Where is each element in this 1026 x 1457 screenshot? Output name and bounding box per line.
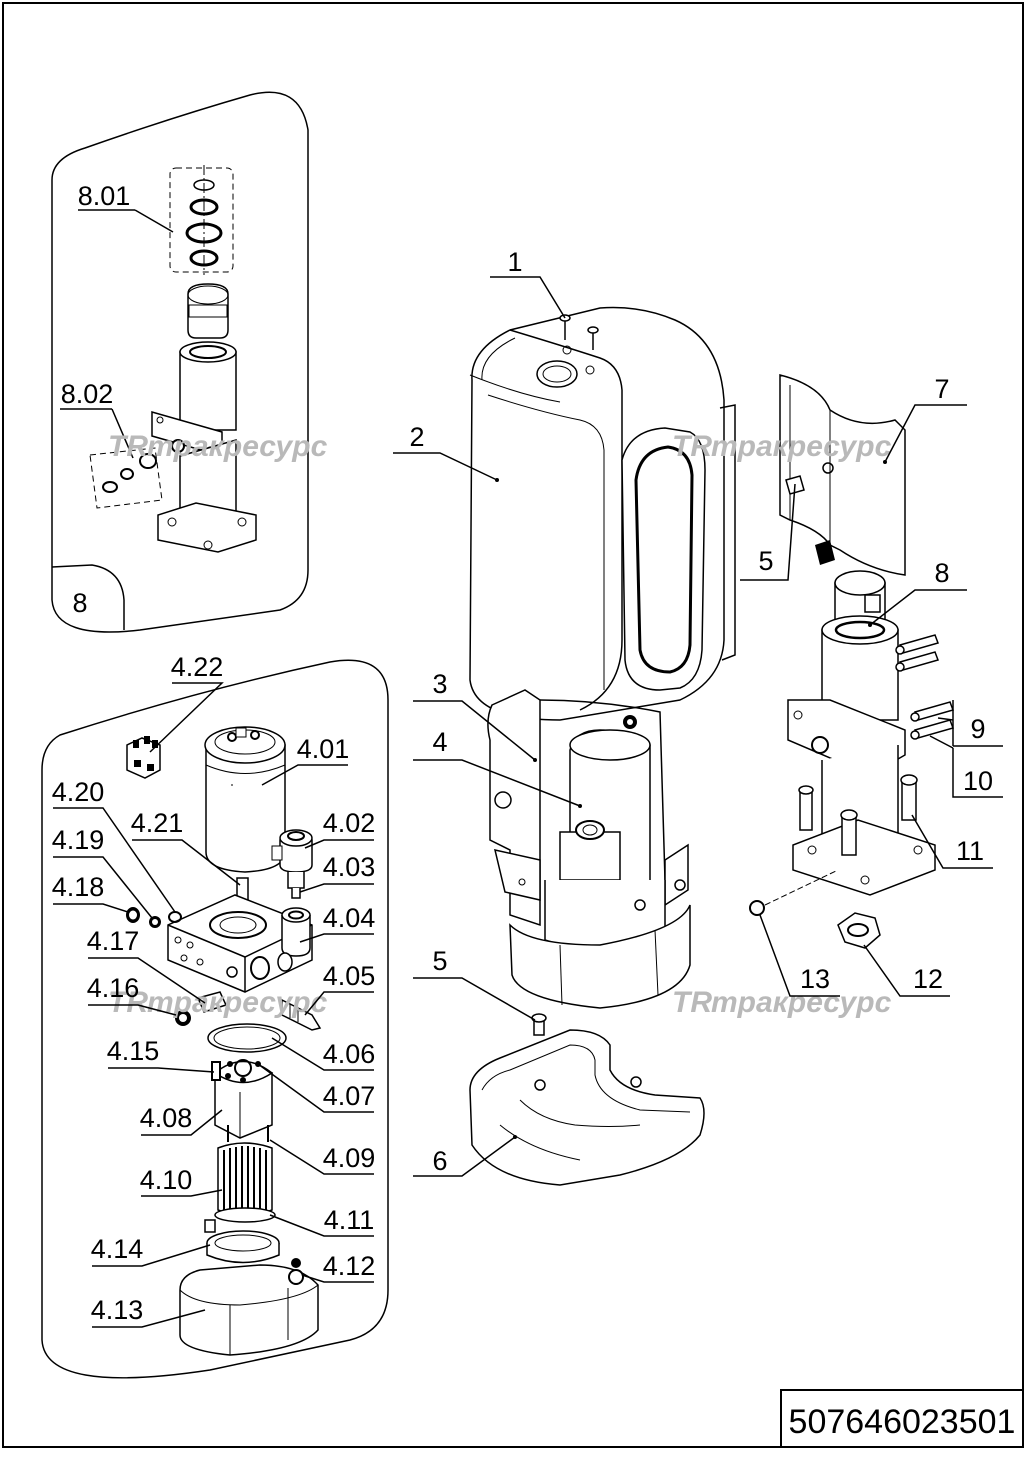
title-block: [780, 1389, 1024, 1448]
callout-4-11: 4.11: [324, 1205, 375, 1235]
callouts-main: 1 2 3 4 5 5 6 7 8 9 10 11 12: [393, 247, 1003, 1177]
callout-1: 1: [507, 247, 522, 277]
callout-8-02: 8.02: [61, 379, 114, 409]
detail-view-4: [41, 659, 389, 1379]
callout-4-02: 4.02: [323, 808, 376, 838]
watermark-text: трaкресурс: [711, 986, 892, 1019]
callout-4-20: 4.20: [52, 777, 105, 807]
callout-4-16: 4.16: [87, 973, 140, 1003]
callout-5: 5: [432, 946, 447, 976]
callout-12: 12: [913, 964, 943, 994]
callout-4-17: 4.17: [87, 926, 140, 956]
callout-4-08: 4.08: [140, 1103, 193, 1133]
callout-4-06: 4.06: [323, 1039, 376, 1069]
callout-6: 6: [432, 1146, 447, 1176]
callout-4-19: 4.19: [52, 825, 105, 855]
callout-4-14: 4.14: [91, 1234, 144, 1264]
callout-4-12: 4.12: [323, 1251, 376, 1281]
callout-8-01: 8.01: [78, 181, 131, 211]
callout-5-bracket: 5: [758, 546, 773, 576]
callout-3: 3: [432, 669, 447, 699]
callout-4-07: 4.07: [323, 1081, 376, 1111]
watermark-text: трaкресурс: [711, 430, 892, 463]
callout-10: 10: [963, 766, 993, 796]
callout-4-15: 4.15: [107, 1036, 160, 1066]
callout-4-04: 4.04: [323, 903, 376, 933]
callout-13: 13: [800, 964, 830, 994]
callouts-pump-unit: 4.22 4.01 4.20 4.21 4.02 4.19 4.03 4.18 …: [52, 652, 376, 1328]
callout-4-03: 4.03: [323, 852, 376, 882]
callout-4-10: 4.10: [140, 1165, 193, 1195]
main-assembly: [469, 306, 954, 1186]
watermark: TR трaкресурс TR трaкресурс TR трaкресур…: [108, 430, 892, 1019]
watermark-text: трaкресурс: [147, 986, 328, 1019]
watermark-logo: TR: [672, 986, 712, 1019]
callout-4-01: 4.01: [297, 734, 350, 764]
callout-9: 9: [970, 714, 985, 744]
watermark-logo: TR: [108, 986, 148, 1019]
callout-4-05: 4.05: [323, 961, 376, 991]
drawing-number: 507646023501: [789, 1403, 1016, 1441]
callout-2: 2: [409, 422, 424, 452]
callout-7: 7: [934, 374, 949, 404]
watermark-text: трaкресурс: [147, 430, 328, 463]
callout-4: 4: [432, 727, 447, 757]
watermark-logo: TR: [108, 430, 148, 463]
callout-4-22: 4.22: [171, 652, 224, 682]
callout-4-09: 4.09: [323, 1143, 376, 1173]
callout-4-18: 4.18: [52, 872, 105, 902]
callout-4-21: 4.21: [131, 808, 184, 838]
callout-4-13: 4.13: [91, 1295, 144, 1325]
watermark-logo: TR: [672, 430, 712, 463]
detail-view-label: 8: [72, 588, 87, 618]
detail-view-8: 8 8.01 8.02: [51, 91, 309, 633]
callout-8: 8: [934, 558, 949, 588]
callout-11: 11: [956, 836, 984, 866]
